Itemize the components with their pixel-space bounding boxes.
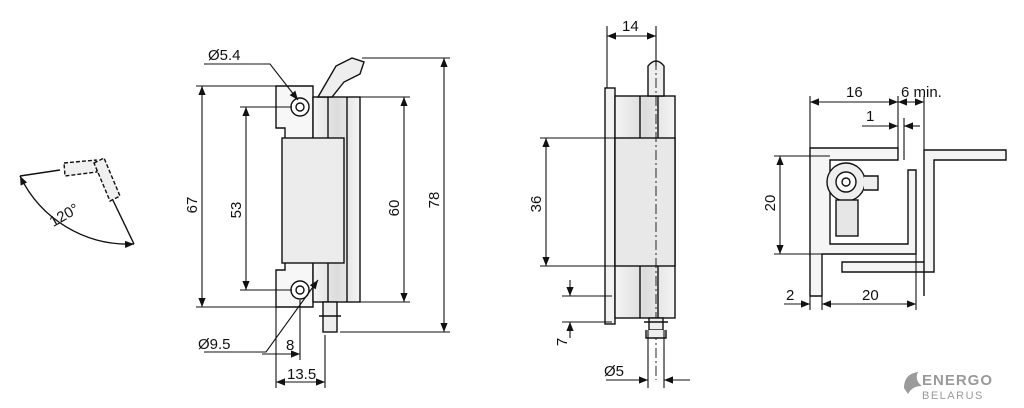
side-bottom-pin: [648, 317, 664, 331]
hole-large-label: Ø9.5: [198, 336, 231, 353]
bottom-pin: [322, 301, 338, 333]
front-view: [275, 57, 365, 333]
overall-height-label: 78: [426, 192, 443, 209]
top-width-16-label: 16: [846, 84, 863, 101]
hole-spacing-label: 53: [228, 202, 245, 219]
angle-leg-a: [19, 169, 61, 177]
side-view-dimensions: [540, 26, 690, 388]
top-height-label: 20: [762, 195, 779, 212]
logo-line2: BELARUS: [922, 390, 984, 402]
top-width-label: 14: [622, 18, 639, 35]
mounting-plate: [604, 87, 616, 325]
opening-arc: [19, 175, 135, 249]
plate-height-label: 36: [528, 196, 545, 213]
depth-label: 20: [862, 287, 879, 304]
center-block: [281, 137, 345, 264]
leaf-width-label: 13.5: [287, 366, 316, 383]
hole-offset-label: 8: [286, 337, 294, 354]
pin-horizontal: [63, 159, 98, 177]
offset-label: 7: [554, 338, 571, 346]
hole-small-label: Ø5.4: [208, 47, 241, 64]
energo-belarus-logo: ENERGO BELARUS: [904, 372, 993, 402]
pin-diameter-label: Ø5: [604, 363, 624, 380]
gap-label: 1: [866, 108, 874, 125]
body-height-label: 60: [386, 200, 403, 217]
top-view: [809, 147, 1007, 297]
top-pin: [316, 57, 365, 98]
side-view: [604, 60, 676, 380]
thickness-label: 2: [786, 287, 794, 304]
pin-angled: [93, 157, 121, 202]
logo-line1: ENERGO: [922, 372, 993, 389]
z-bracket: [809, 147, 917, 297]
top-view-dimensions: [774, 96, 925, 310]
leaf-tab: [835, 199, 859, 237]
leaf-height-label: 67: [184, 197, 201, 214]
mounting-angle: [841, 149, 1007, 296]
front-view-dimensions: [196, 57, 450, 388]
angle-view: [19, 157, 135, 249]
logo-icon: [904, 372, 922, 394]
clearance-label: 6 min.: [901, 84, 942, 101]
